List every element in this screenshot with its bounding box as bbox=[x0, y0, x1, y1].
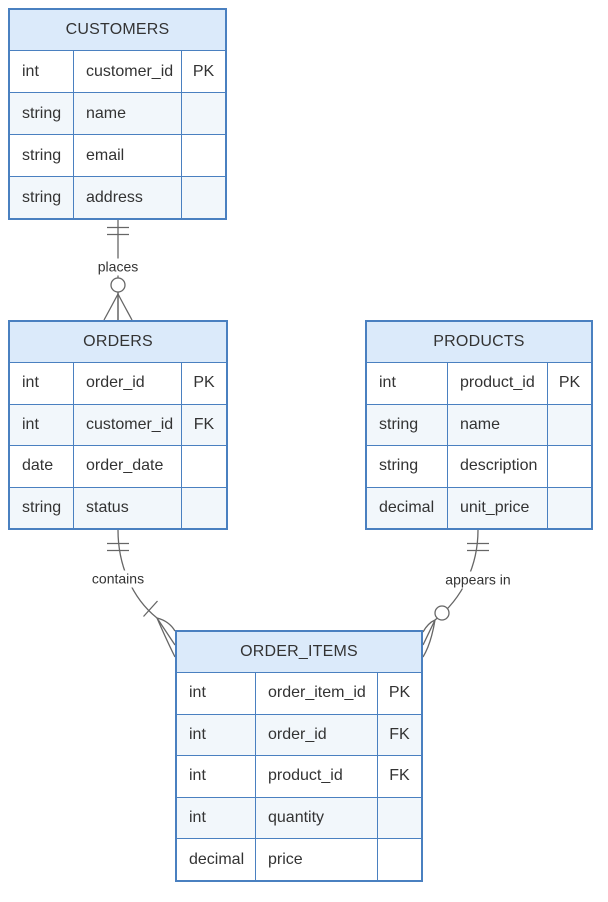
attr-key bbox=[548, 446, 591, 487]
attr-key: PK bbox=[558, 374, 581, 392]
attr-name: product_id bbox=[256, 756, 378, 797]
attr-key: FK bbox=[389, 767, 410, 785]
crowsfoot-right bbox=[117, 293, 133, 321]
attr-type: string bbox=[10, 93, 74, 134]
attr-key: FK bbox=[193, 415, 215, 433]
attr-name: description bbox=[448, 446, 548, 487]
relationship-label-appears-in: appears in bbox=[443, 571, 513, 589]
attr-type: decimal bbox=[367, 487, 448, 528]
attr-key bbox=[378, 839, 421, 880]
crowsfoot-right bbox=[156, 617, 176, 658]
entity-title: ORDER_ITEMS bbox=[177, 632, 421, 673]
entity-title: ORDERS bbox=[10, 322, 226, 363]
attr-name: name bbox=[74, 93, 182, 134]
attr-name: customer_id bbox=[74, 51, 182, 92]
crowsfoot-left bbox=[156, 617, 176, 632]
attr-type: int bbox=[177, 756, 256, 797]
cardinality-zero-circle bbox=[434, 605, 450, 621]
attr-name: email bbox=[74, 135, 182, 176]
attr-type: string bbox=[10, 177, 74, 218]
attr-name: status bbox=[74, 487, 182, 528]
attr-type: string bbox=[10, 487, 74, 528]
attr-type: date bbox=[10, 446, 74, 487]
attr-name: order_item_id bbox=[256, 673, 378, 714]
attr-name: order_date bbox=[74, 446, 182, 487]
attr-key: PK bbox=[388, 684, 411, 702]
attr-type: int bbox=[10, 51, 74, 92]
crowsfoot-middle bbox=[422, 619, 436, 646]
attr-name: unit_price bbox=[448, 487, 548, 528]
attr-type: int bbox=[177, 797, 256, 839]
attr-type: string bbox=[367, 404, 448, 445]
attr-name: order_id bbox=[256, 714, 378, 756]
crowsfoot-right bbox=[422, 619, 436, 658]
attr-key: PK bbox=[192, 62, 215, 80]
attr-type: int bbox=[177, 673, 256, 714]
attr-name: address bbox=[74, 177, 182, 218]
relationship-label-contains: contains bbox=[89, 570, 147, 588]
crowsfoot-left bbox=[422, 619, 436, 633]
relationship-contains bbox=[107, 529, 176, 658]
cardinality-zero-circle bbox=[110, 277, 126, 293]
entity-title: PRODUCTS bbox=[367, 322, 591, 363]
attr-key bbox=[548, 405, 591, 446]
relationship-appears-in bbox=[422, 529, 489, 658]
attr-name: price bbox=[256, 839, 378, 880]
attr-name: order_id bbox=[74, 363, 182, 404]
attr-type: string bbox=[10, 135, 74, 176]
attr-key bbox=[182, 135, 225, 176]
attr-type: decimal bbox=[177, 839, 256, 880]
crowsfoot-middle bbox=[156, 617, 176, 646]
attr-type: string bbox=[367, 446, 448, 487]
attr-key bbox=[182, 446, 226, 487]
attr-key bbox=[548, 488, 591, 529]
relationship-label-places: places bbox=[95, 258, 141, 276]
attr-name: name bbox=[448, 404, 548, 445]
attr-key: FK bbox=[389, 725, 410, 743]
entity-title: CUSTOMERS bbox=[10, 10, 225, 51]
attr-key: PK bbox=[193, 374, 215, 392]
attr-key bbox=[182, 177, 225, 218]
attr-type: int bbox=[10, 404, 74, 445]
attr-key bbox=[182, 93, 225, 134]
attr-type: int bbox=[177, 714, 256, 756]
attr-key bbox=[378, 798, 421, 839]
cardinality-one-tick bbox=[143, 600, 158, 617]
attr-type: int bbox=[10, 363, 74, 404]
attr-key bbox=[182, 488, 226, 529]
attr-name: product_id bbox=[448, 363, 548, 404]
attr-type: int bbox=[367, 363, 448, 404]
crowsfoot-left bbox=[103, 293, 119, 321]
attr-name: quantity bbox=[256, 797, 378, 839]
attr-name: customer_id bbox=[74, 404, 182, 445]
